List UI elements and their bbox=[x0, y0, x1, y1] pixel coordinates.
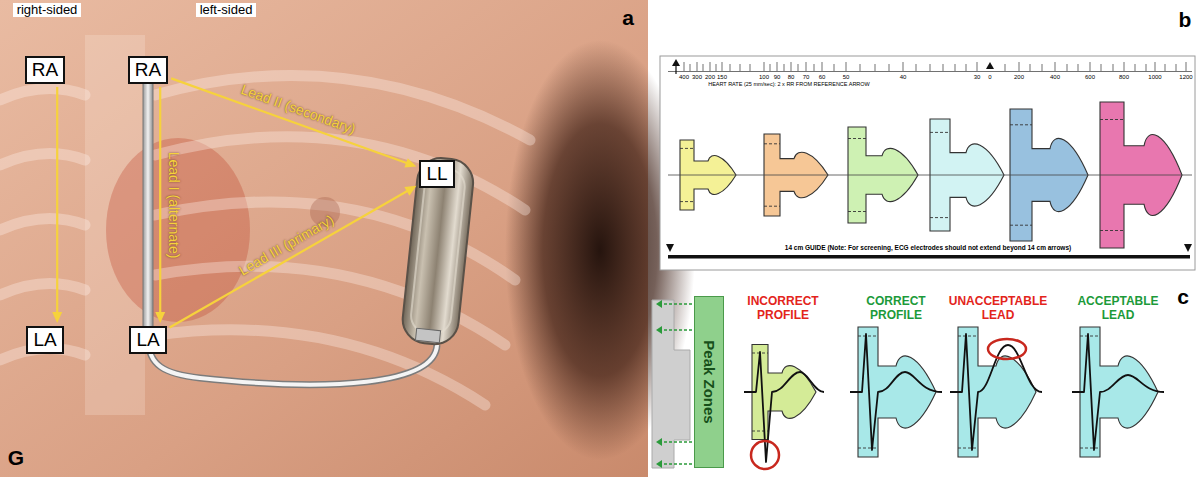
baseline bbox=[668, 175, 1192, 176]
panel-letter: G bbox=[8, 446, 24, 470]
guide-bar bbox=[668, 255, 1190, 259]
rate-number: 50 bbox=[843, 74, 850, 81]
rate-number: 800 bbox=[1119, 74, 1129, 81]
rate-number: 60 bbox=[819, 74, 826, 81]
rate-number: 200 bbox=[705, 74, 715, 81]
reference-arrowhead bbox=[672, 59, 680, 66]
pulse-generator bbox=[400, 156, 475, 347]
panel-letter: c bbox=[1177, 285, 1189, 309]
arrowhead bbox=[155, 312, 165, 323]
electrode-box: LL bbox=[419, 160, 454, 188]
ecg-trace bbox=[950, 334, 1042, 450]
electrode-box: RA bbox=[128, 56, 168, 84]
profile-title: CORRECT PROFILE bbox=[854, 295, 938, 323]
rate-number: 300 bbox=[692, 74, 702, 81]
zone-guide bbox=[660, 463, 692, 464]
ecg-traces bbox=[744, 334, 1164, 462]
ecg-trace bbox=[850, 334, 942, 450]
lead-vector bbox=[52, 87, 62, 323]
side-label: right-sided bbox=[13, 3, 82, 18]
rate-number: 0 bbox=[988, 74, 991, 81]
rate-number: 80 bbox=[788, 74, 795, 81]
generator-rim bbox=[409, 166, 466, 335]
rate-number: 100 bbox=[759, 74, 769, 81]
header bbox=[415, 328, 440, 342]
electrode-label: LA bbox=[136, 329, 159, 351]
rate-number: 30 bbox=[974, 74, 981, 81]
rate-number: 400 bbox=[1050, 74, 1060, 81]
band-label: Peak Zones bbox=[701, 340, 718, 423]
zone-guide bbox=[660, 329, 692, 330]
template-frame bbox=[660, 56, 1195, 270]
rib bbox=[0, 284, 85, 295]
peak-zone-dashes bbox=[752, 336, 1100, 448]
electrode-label: RA bbox=[32, 59, 58, 81]
lead-line bbox=[171, 78, 408, 163]
rate-number: 40 bbox=[900, 74, 907, 81]
arrowhead bbox=[404, 158, 416, 167]
rate-number: 90 bbox=[774, 74, 781, 81]
lead-label: Lead I (alternate) bbox=[166, 152, 182, 259]
profile-title: UNACCEPTABLE LEAD bbox=[948, 295, 1048, 323]
zone-guide-head bbox=[656, 460, 662, 468]
peak-zones-band: Peak Zones bbox=[694, 296, 724, 468]
electrode-label: RA bbox=[135, 59, 161, 81]
rate-number: 70 bbox=[803, 74, 810, 81]
rib bbox=[0, 219, 85, 230]
error-circle bbox=[988, 339, 1026, 359]
arrowhead bbox=[52, 312, 62, 323]
error-circle bbox=[751, 441, 779, 469]
zero-marker bbox=[986, 62, 994, 69]
panel-letter: a bbox=[622, 6, 634, 30]
ribs bbox=[0, 75, 530, 405]
lead-vector bbox=[155, 87, 165, 323]
zone-guide-head bbox=[656, 300, 662, 308]
profile-title: INCORRECT PROFILE bbox=[741, 295, 825, 323]
grey-template bbox=[652, 300, 690, 468]
example-templates bbox=[752, 327, 1158, 457]
guide-arrow bbox=[666, 244, 674, 252]
side-label: left-sided bbox=[196, 3, 257, 18]
peak-zone-guides bbox=[660, 304, 692, 464]
guide-note: 14 cm GUIDE (Note: For screening, ECG el… bbox=[785, 244, 1071, 251]
arrowhead bbox=[404, 186, 416, 196]
rib bbox=[0, 154, 85, 165]
lead-vector bbox=[170, 186, 417, 328]
zone-guide-head bbox=[656, 438, 662, 446]
guide-arrow bbox=[1184, 244, 1192, 252]
lead-line bbox=[56, 87, 58, 314]
zone-guide-heads bbox=[656, 300, 662, 468]
electrode-label: LA bbox=[33, 329, 56, 351]
electrode-box: LA bbox=[26, 326, 63, 354]
rate-number: 1200 bbox=[1179, 74, 1192, 81]
electrode-label: LL bbox=[426, 163, 447, 185]
sensing-electrode bbox=[143, 66, 153, 338]
rate-number: 150 bbox=[717, 74, 727, 81]
lead-wire bbox=[148, 338, 437, 385]
lead-line bbox=[159, 87, 161, 314]
panel-letter: b bbox=[1179, 8, 1192, 32]
electrode-box: LA bbox=[129, 326, 166, 354]
profile-title: ACCEPTABLE LEAD bbox=[1073, 295, 1163, 323]
ecg-trace bbox=[1072, 334, 1164, 450]
rate-number: 1000 bbox=[1148, 74, 1161, 81]
rate-number: 400 bbox=[679, 74, 689, 81]
ruler-caption: HEART RATE (25 mm/sec): 2 x RR FROM REFE… bbox=[708, 81, 870, 87]
lead-wire-outline bbox=[148, 338, 437, 385]
electrode-box: RA bbox=[25, 56, 65, 84]
lead-line bbox=[170, 190, 409, 327]
rate-number: 200 bbox=[1014, 74, 1024, 81]
zone-guide-head bbox=[656, 326, 662, 334]
zone-guide bbox=[660, 303, 692, 304]
rib bbox=[0, 89, 85, 100]
lead-vector bbox=[171, 78, 416, 167]
rate-number: 600 bbox=[1085, 74, 1095, 81]
rib bbox=[155, 75, 530, 140]
rate-ruler bbox=[668, 62, 1192, 72]
zone-guide bbox=[660, 441, 692, 442]
generator-can bbox=[400, 156, 475, 347]
